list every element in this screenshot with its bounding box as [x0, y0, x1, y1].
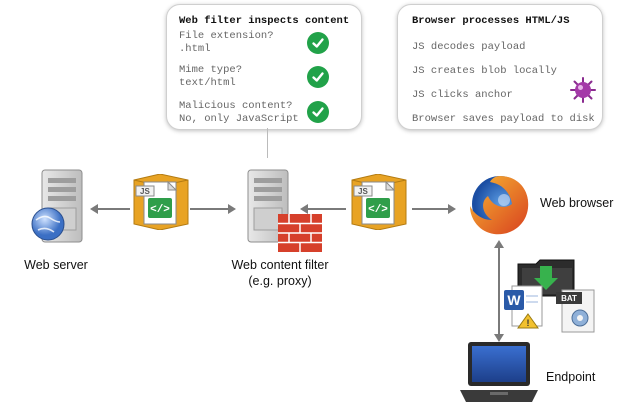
bat-file-icon: BAT — [556, 288, 600, 339]
endpoint-label: Endpoint — [546, 370, 596, 384]
arrowhead — [448, 204, 456, 214]
check-question: Malicious content? — [179, 100, 293, 112]
browser-callout-title: Browser processes HTML/JS — [412, 15, 570, 27]
browser-step: JS creates blob locally — [412, 65, 557, 77]
virus-icon — [570, 77, 596, 108]
js-badge-text: JS — [358, 187, 368, 196]
callout-connector — [267, 128, 268, 158]
code-symbol: </> — [150, 204, 170, 216]
word-document-icon: W ! — [504, 284, 548, 335]
svg-text:W: W — [507, 292, 521, 308]
connector-package-browser — [412, 208, 450, 210]
check-answer: .html — [179, 43, 211, 55]
connector-filter-package — [306, 208, 346, 210]
filter-inspection-callout: Web filter inspects content File extensi… — [166, 4, 362, 130]
browser-processing-callout: Browser processes HTML/JS JS decodes pay… — [397, 4, 603, 130]
web-server-label: Web server — [24, 258, 88, 272]
laptop-icon — [458, 338, 540, 413]
checkmark-icon — [307, 66, 329, 88]
firefox-browser-icon — [460, 166, 536, 247]
connector-browser-endpoint — [498, 246, 500, 336]
check-answer: No, only JavaScript — [179, 113, 299, 125]
check-question: File extension? — [179, 30, 274, 42]
arrowhead — [228, 204, 236, 214]
filter-label-line2: (e.g. proxy) — [248, 274, 312, 288]
firewall-icon — [278, 214, 322, 257]
arrowhead — [494, 334, 504, 342]
checkmark-icon — [307, 101, 329, 123]
browser-step: Browser saves payload to disk — [412, 113, 595, 125]
html-file-icon: JS </> — [348, 173, 410, 235]
arrowhead — [90, 204, 98, 214]
filter-label-line1: Web content filter — [231, 258, 329, 272]
svg-text:!: ! — [527, 318, 530, 328]
check-question: Mime type? — [179, 64, 243, 76]
check-answer: text/html — [179, 77, 236, 89]
arrowhead — [300, 204, 308, 214]
web-server-icon — [30, 166, 90, 251]
html-file-icon: JS </> — [130, 173, 192, 235]
browser-step: JS clicks anchor — [412, 89, 513, 101]
connector-server-package — [96, 208, 130, 210]
filter-callout-title: Web filter inspects content — [179, 15, 350, 27]
browser-label: Web browser — [540, 196, 614, 210]
browser-step: JS decodes payload — [412, 41, 526, 53]
js-badge-text: JS — [140, 187, 150, 196]
connector-package-filter — [190, 208, 230, 210]
checkmark-icon — [307, 32, 329, 54]
arrowhead — [494, 240, 504, 248]
code-symbol: </> — [368, 204, 388, 216]
bat-badge-text: BAT — [561, 294, 577, 303]
